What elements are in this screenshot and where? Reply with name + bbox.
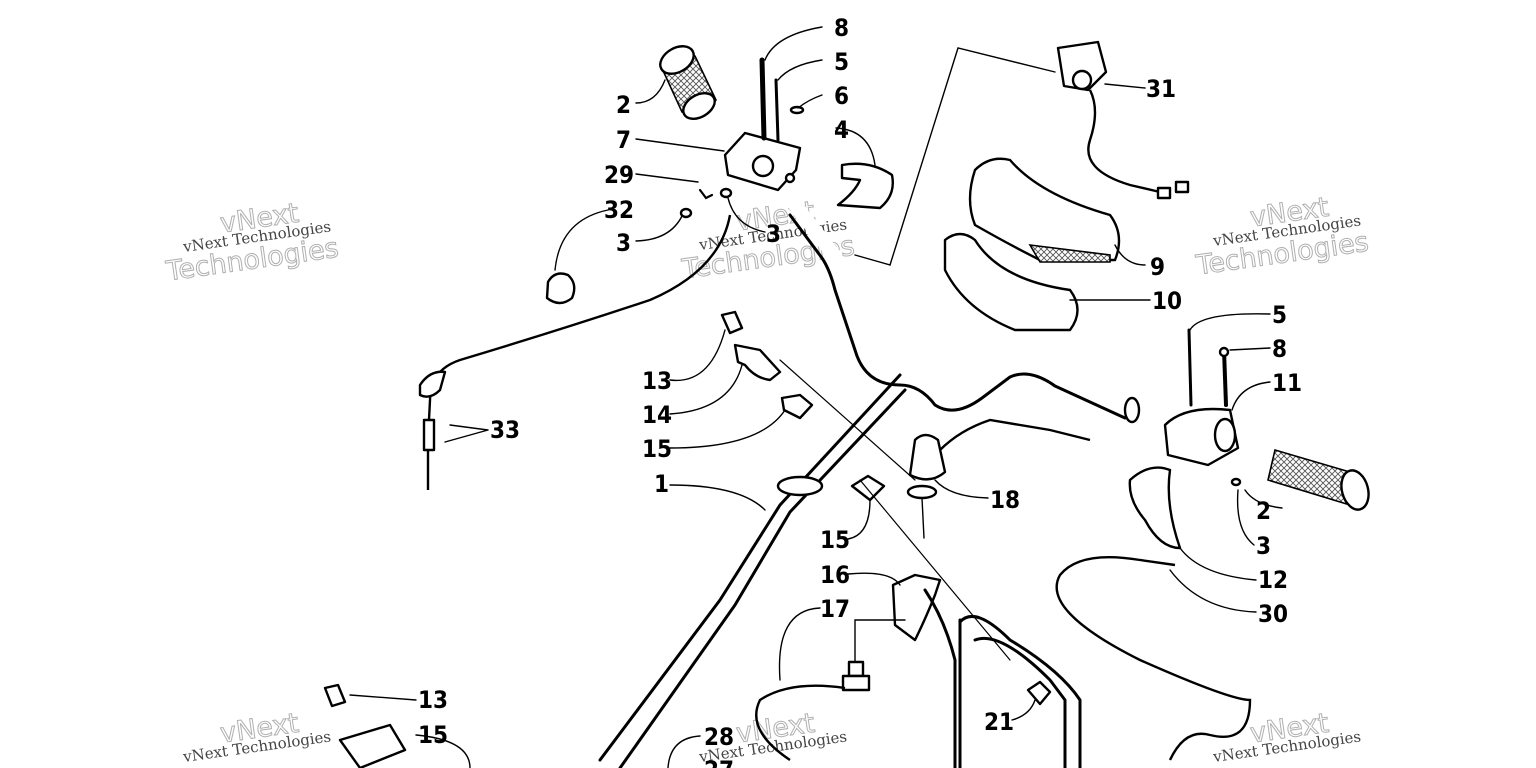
callout-28: 28 bbox=[704, 723, 734, 751]
brake-cable bbox=[1055, 555, 1252, 761]
callout-27: 27 bbox=[704, 756, 734, 768]
callout-6: 6 bbox=[834, 82, 849, 110]
callout-10: 10 bbox=[1152, 287, 1182, 315]
throttle-housing bbox=[723, 131, 802, 192]
watermark-right: vNext vNext Technologies Technologies bbox=[1193, 191, 1371, 282]
callout-3: 3 bbox=[616, 229, 631, 257]
watermark-center: vNext vNext Technologies Technologies bbox=[679, 195, 857, 286]
brake-housing bbox=[1163, 328, 1240, 467]
screws-left bbox=[759, 57, 805, 142]
callout-8: 8 bbox=[1272, 335, 1287, 363]
right-grip bbox=[1267, 448, 1370, 511]
throttle-lever bbox=[836, 162, 894, 210]
kill-switch bbox=[906, 418, 1091, 539]
fitting-17 bbox=[755, 660, 871, 761]
left-grip bbox=[659, 45, 717, 120]
callout-33: 33 bbox=[490, 416, 520, 444]
callout-15: 15 bbox=[418, 721, 448, 749]
clamp-13-14-15 bbox=[720, 310, 916, 481]
handlebar bbox=[598, 198, 1141, 768]
callout-9: 9 bbox=[1150, 253, 1165, 281]
callout-11: 11 bbox=[1272, 369, 1302, 397]
callout-2: 2 bbox=[616, 91, 631, 119]
callout-13: 13 bbox=[642, 367, 672, 395]
callout-21: 21 bbox=[984, 708, 1014, 736]
bottom-left-hardware bbox=[323, 683, 407, 768]
callout-13: 13 bbox=[418, 686, 448, 714]
callout-5: 5 bbox=[834, 48, 849, 76]
callout-30: 30 bbox=[1258, 600, 1288, 628]
callout-2: 2 bbox=[1256, 497, 1271, 525]
callout-8: 8 bbox=[834, 14, 849, 42]
callout-17: 17 bbox=[820, 595, 850, 623]
callout-3: 3 bbox=[766, 220, 781, 248]
callout-7: 7 bbox=[616, 126, 631, 154]
switch-assembly bbox=[854, 40, 1190, 266]
callout-18: 18 bbox=[990, 486, 1020, 514]
riser-collar bbox=[776, 475, 824, 497]
callout-29: 29 bbox=[604, 161, 634, 189]
callout-12: 12 bbox=[1258, 566, 1288, 594]
callout-14: 14 bbox=[642, 401, 672, 429]
callout-16: 16 bbox=[820, 561, 850, 589]
handlebar-end bbox=[1123, 396, 1141, 424]
callout-1: 1 bbox=[654, 470, 669, 498]
callout-32: 32 bbox=[604, 196, 634, 224]
callout-labels: 8 5 6 2 4 7 29 32 3 3 31 9 10 5 8 11 13 … bbox=[418, 14, 1302, 768]
brake-lever bbox=[1128, 466, 1182, 550]
washer-right bbox=[1230, 477, 1242, 487]
callout-4: 4 bbox=[834, 116, 849, 144]
steering-post bbox=[859, 479, 1082, 768]
callout-3: 3 bbox=[1256, 532, 1271, 560]
leader-lines bbox=[349, 26, 1283, 768]
throttle-cable bbox=[418, 214, 732, 490]
small-parts-left bbox=[545, 187, 733, 305]
callout-15: 15 bbox=[642, 435, 672, 463]
nut-21 bbox=[1026, 680, 1052, 706]
callout-5: 5 bbox=[1272, 301, 1287, 329]
grip-cover bbox=[943, 232, 1079, 332]
clip-15 bbox=[850, 474, 886, 502]
heater-pad bbox=[968, 157, 1121, 262]
watermark-left: vNext vNext Technologies Technologies bbox=[163, 197, 341, 288]
callout-15: 15 bbox=[820, 526, 850, 554]
watermark-bottom-left: vNext vNext Technologies bbox=[181, 707, 332, 766]
callout-31: 31 bbox=[1146, 75, 1176, 103]
